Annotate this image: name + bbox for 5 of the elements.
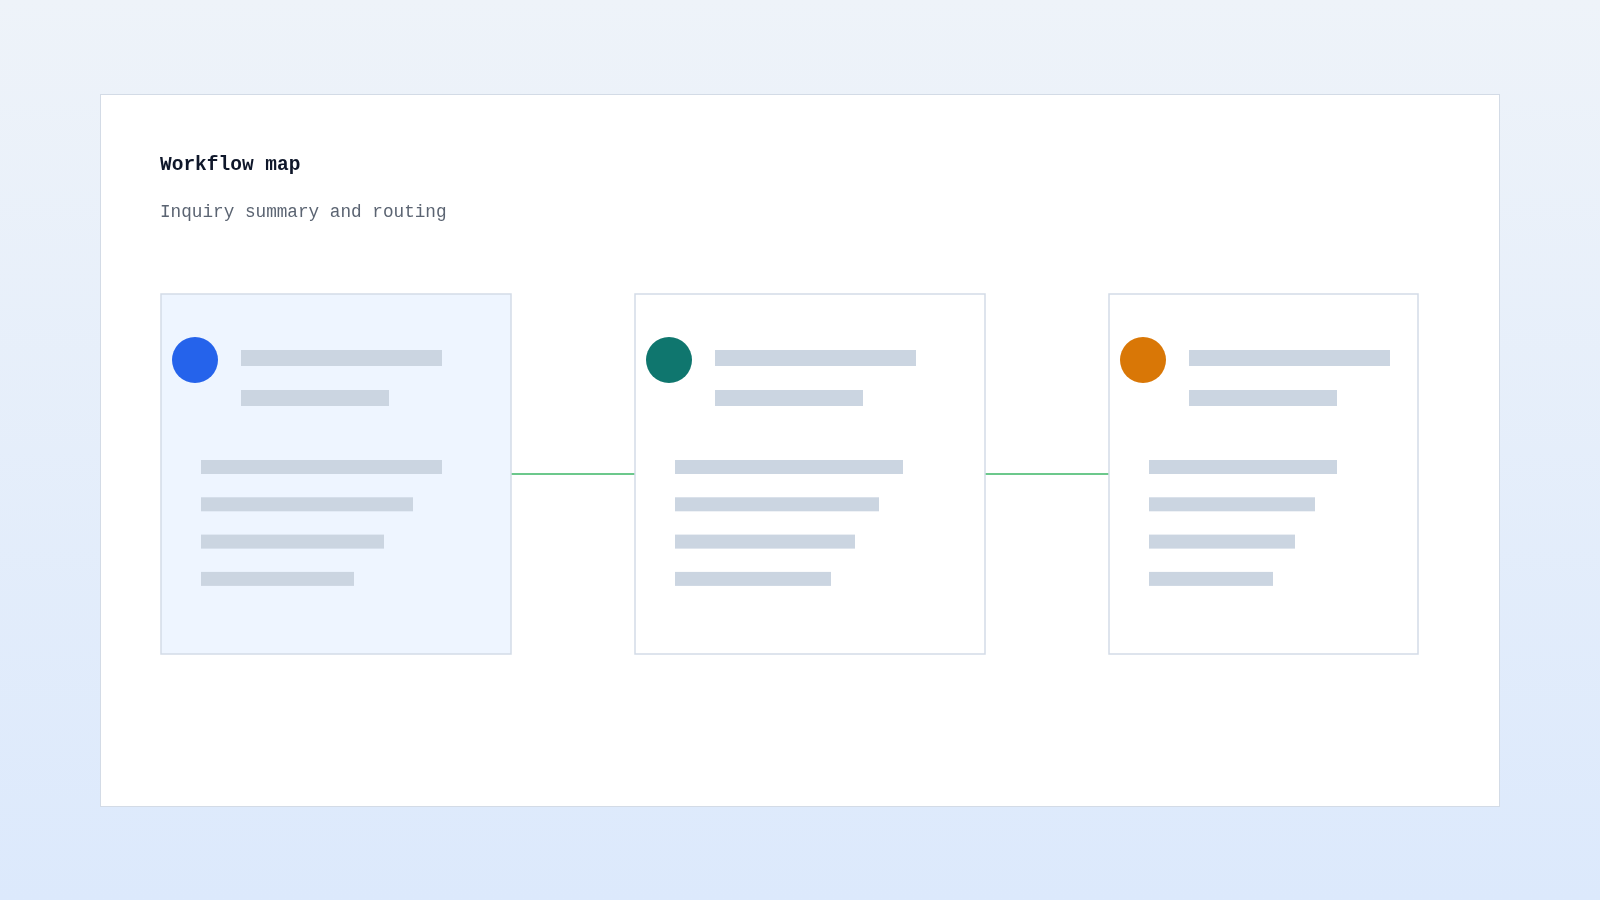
- card: [634, 293, 986, 655]
- subtitle: Inquiry summary and routing: [160, 201, 447, 224]
- card: [160, 293, 512, 655]
- diagram-title: Workflow map: [160, 153, 301, 177]
- card: [1108, 293, 1419, 655]
